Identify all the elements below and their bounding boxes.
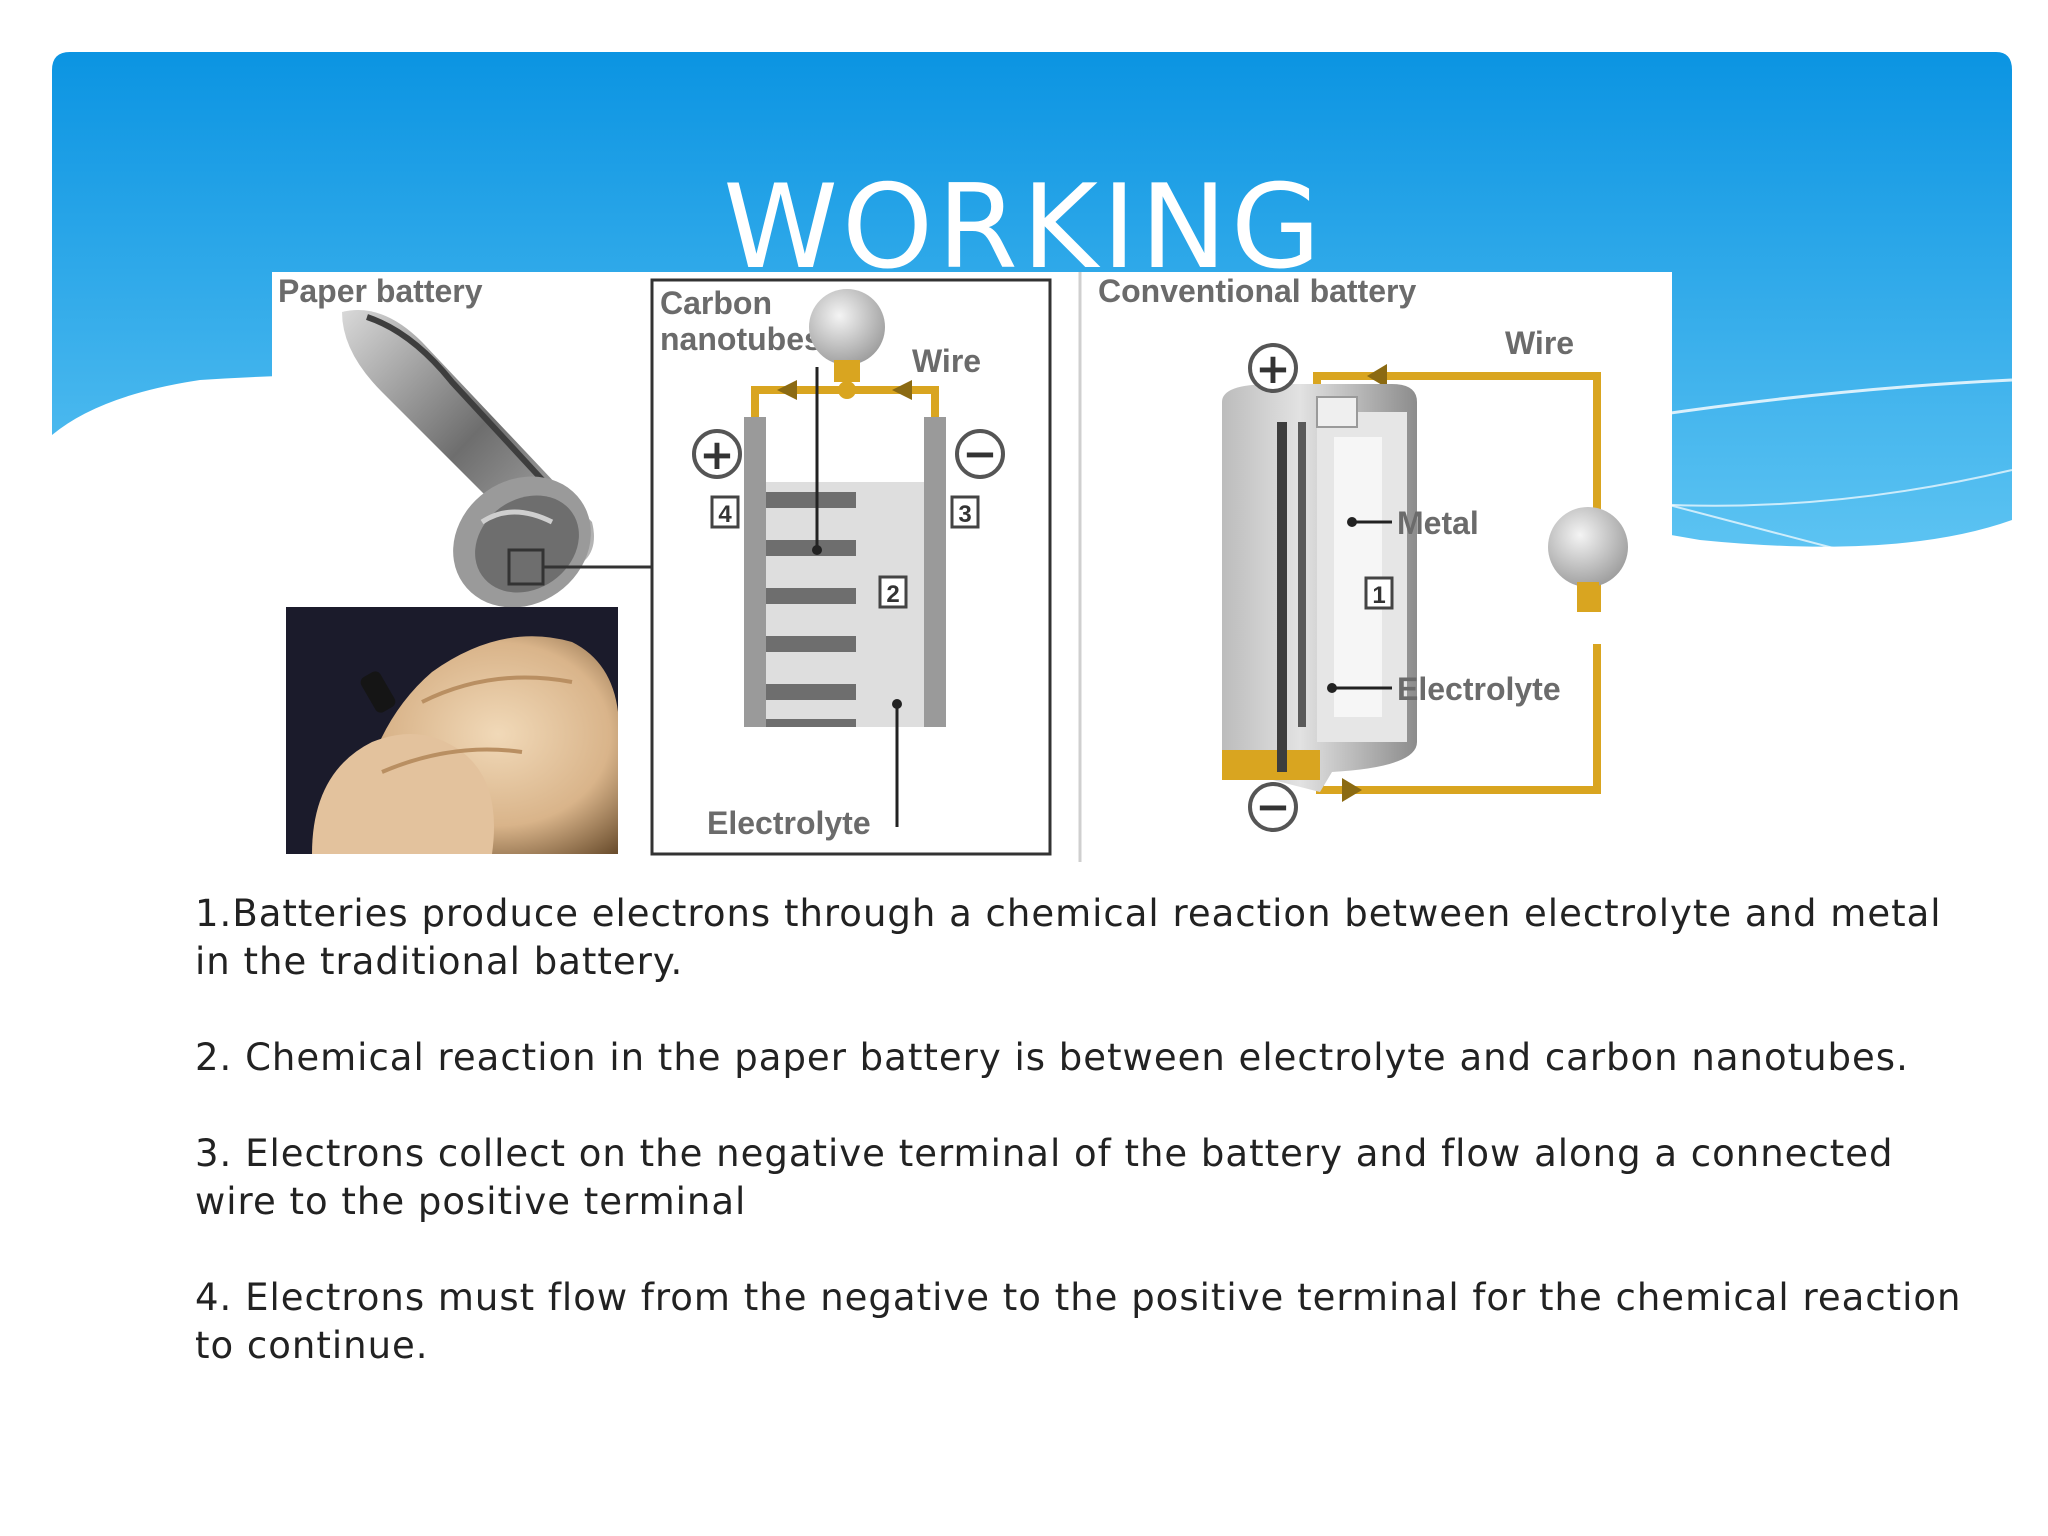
svg-text:+: + xyxy=(1255,344,1290,393)
point-1: 1.Batteries produce electrons through a … xyxy=(195,892,1942,983)
marker-1: 1 xyxy=(1364,576,1394,610)
marker-2: 2 xyxy=(878,575,908,609)
svg-text:1: 1 xyxy=(1372,582,1385,609)
positive-terminal-left: + xyxy=(692,429,742,479)
marker-4: 4 xyxy=(710,495,740,529)
wire-label-right: Wire xyxy=(1505,325,1574,361)
metal-label: Metal xyxy=(1397,505,1479,541)
svg-text:3: 3 xyxy=(958,501,971,528)
fingers-photo xyxy=(286,607,618,854)
wire-label-left: Wire xyxy=(912,343,981,379)
conventional-battery-cell xyxy=(1222,384,1417,792)
working-points-list: 1.Batteries produce electrons through a … xyxy=(195,890,1975,1418)
light-bulb-right xyxy=(1548,507,1628,612)
electrolyte-label-right: Electrolyte xyxy=(1397,671,1561,707)
nanotube-bars xyxy=(766,492,856,727)
positive-terminal-right: + xyxy=(1248,343,1298,393)
point-2: 2. Chemical reaction in the paper batter… xyxy=(195,1036,1909,1079)
svg-text:−: − xyxy=(962,429,997,478)
paper-battery-label: Paper battery xyxy=(278,273,483,309)
point-3: 3. Electrons collect on the negative ter… xyxy=(195,1132,1894,1223)
light-bulb-left xyxy=(809,289,885,382)
negative-terminal-left: − xyxy=(955,429,1005,479)
svg-text:+: + xyxy=(699,430,734,479)
electrolyte-label-left: Electrolyte xyxy=(707,805,871,841)
paper-battery-roll xyxy=(342,310,594,608)
battery-comparison-diagram: Paper battery Carbon nanotubes Wire + − xyxy=(272,272,1672,872)
point-4: 4. Electrons must flow from the negative… xyxy=(195,1276,1962,1367)
negative-terminal-right: − xyxy=(1248,782,1298,832)
svg-text:2: 2 xyxy=(886,581,899,608)
carbon-label-line1: Carbon xyxy=(660,285,772,321)
conventional-battery-label: Conventional battery xyxy=(1098,273,1416,309)
svg-text:4: 4 xyxy=(718,501,732,528)
carbon-label-line2: nanotubes xyxy=(660,321,822,357)
svg-text:−: − xyxy=(1255,782,1290,831)
marker-3: 3 xyxy=(950,495,980,529)
